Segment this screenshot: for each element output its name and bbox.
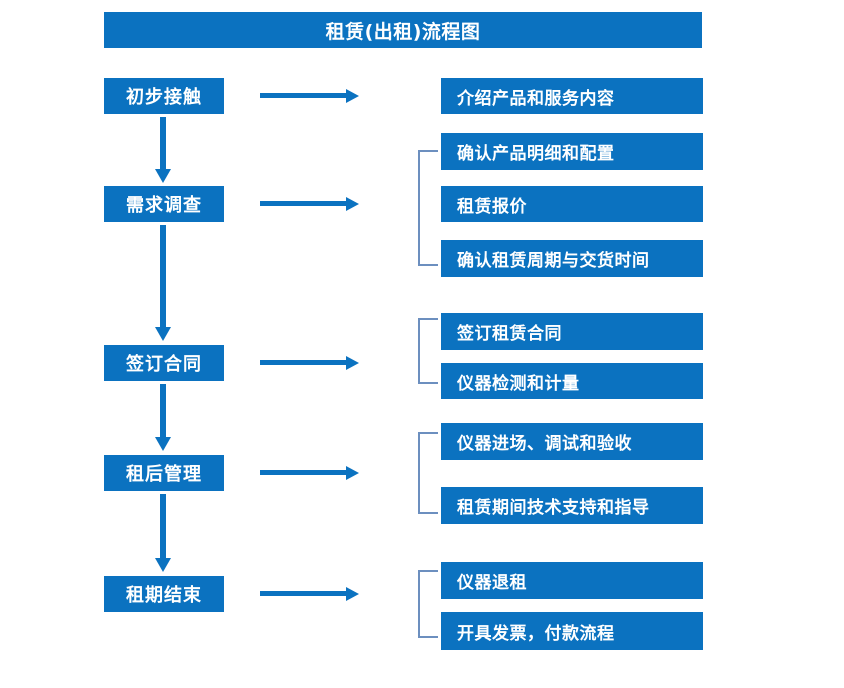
arrow-down-icon-4 [153,494,173,574]
detail-box-10[interactable]: 开具发票，付款流程 [441,612,703,650]
detail-box-7[interactable]: 仪器进场、调试和验收 [441,423,703,460]
arrow-right-icon-2 [260,194,360,214]
group-bracket-icon-4 [417,570,439,638]
detail-box-9[interactable]: 仪器退租 [441,562,703,599]
arrow-down-icon-1 [153,117,173,185]
arrow-right-icon-4 [260,463,360,483]
group-bracket-icon-3 [417,432,439,514]
detail-box-8[interactable]: 租赁期间技术支持和指导 [441,487,703,524]
stage-box-2[interactable]: 需求调查 [104,186,224,222]
detail-box-3[interactable]: 租赁报价 [441,186,703,222]
detail-box-5[interactable]: 签订租赁合同 [441,313,703,350]
stage-box-3[interactable]: 签订合同 [104,345,224,381]
group-bracket-icon-1 [417,150,439,266]
detail-box-1[interactable]: 介绍产品和服务内容 [441,78,703,114]
arrow-right-icon-5 [260,584,360,604]
stage-box-1[interactable]: 初步接触 [104,78,224,114]
arrow-right-icon-1 [260,86,360,106]
detail-box-6[interactable]: 仪器检测和计量 [441,363,703,399]
stage-box-5[interactable]: 租期结束 [104,576,224,612]
detail-box-2[interactable]: 确认产品明细和配置 [441,133,703,170]
arrow-down-icon-2 [153,225,173,343]
arrow-right-icon-3 [260,353,360,373]
arrow-down-icon-3 [153,384,173,453]
group-bracket-icon-2 [417,318,439,384]
page-title: 租赁(出租)流程图 [104,12,702,48]
detail-box-4[interactable]: 确认租赁周期与交货时间 [441,240,703,277]
stage-box-4[interactable]: 租后管理 [104,455,224,491]
